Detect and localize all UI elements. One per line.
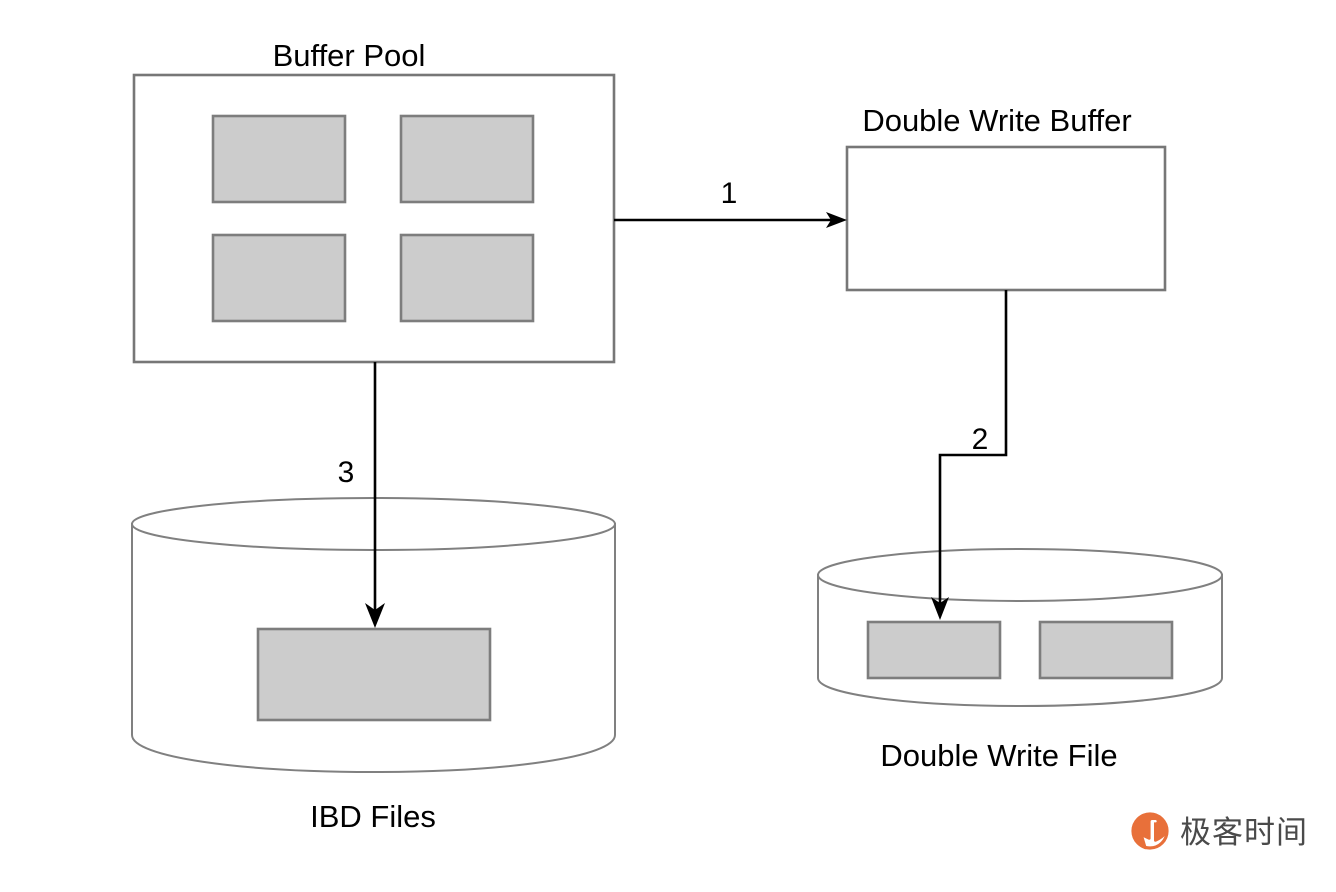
edge-3-arrowhead [365, 603, 385, 628]
node-ibd-files[interactable]: IBD Files [131, 497, 616, 834]
edge-1-label: 1 [721, 177, 738, 210]
buffer-pool-label: Buffer Pool [273, 38, 426, 73]
double-write-buffer-label: Double Write Buffer [862, 103, 1131, 138]
double-write-file-cylinder-top [817, 548, 1223, 602]
node-double-write-buffer[interactable]: Double Write Buffer [845, 103, 1167, 292]
edge-3-label: 3 [338, 456, 355, 489]
watermark-text: 极客时间 [1180, 814, 1308, 850]
buffer-pool-page-2 [399, 114, 535, 204]
node-buffer-pool[interactable]: Buffer Pool [132, 38, 616, 364]
double-write-buffer-box [845, 145, 1167, 292]
edge-1-arrowhead [826, 212, 847, 228]
double-write-file-label: Double Write File [880, 738, 1117, 773]
ibd-files-page-1 [256, 627, 492, 722]
buffer-pool-box [132, 73, 616, 364]
ibd-files-label: IBD Files [310, 799, 436, 834]
edge-2-label: 2 [972, 423, 989, 456]
edge-3-buffer-pool-to-ibd-files[interactable]: 3 [338, 362, 385, 628]
ibd-files-cylinder-top [131, 497, 616, 551]
buffer-pool-page-4 [399, 233, 535, 323]
double-write-file-page-2 [1038, 620, 1174, 680]
double-write-file-page-1 [866, 620, 1002, 680]
edge-1-buffer-pool-to-double-write-buffer[interactable]: 1 [614, 177, 847, 228]
node-double-write-file[interactable]: Double Write File [817, 548, 1223, 773]
buffer-pool-page-3 [211, 233, 347, 323]
edge-2-double-write-buffer-to-double-write-file[interactable]: 2 [931, 290, 1008, 620]
geektime-logo-icon [1130, 812, 1170, 852]
edge-2-line [938, 290, 1008, 605]
edge-2-arrowhead [931, 597, 949, 620]
buffer-pool-page-1 [211, 114, 347, 204]
watermark: 极客时间 [1130, 812, 1308, 852]
